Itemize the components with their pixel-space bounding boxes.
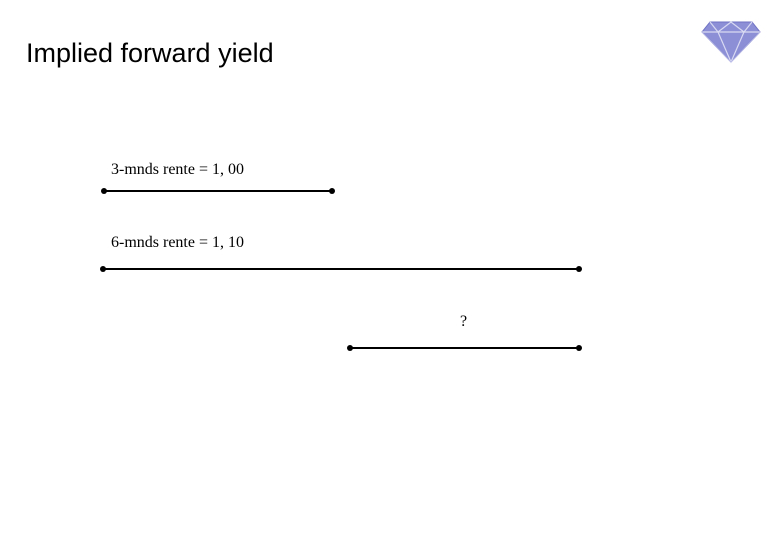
line-3m-start-point (101, 188, 107, 194)
rate-3m-label: 3-mnds rente = 1, 00 (111, 161, 244, 178)
line-forward (347, 345, 582, 351)
slide-title: Implied forward yield (26, 38, 274, 68)
line-3m (101, 188, 335, 194)
line-3m-end-point (329, 188, 335, 194)
rate-6m-label: 6-mnds rente = 1, 10 (111, 234, 244, 251)
line-6m-end-point (576, 266, 582, 272)
line-forward-end-point (576, 345, 582, 351)
line-6m (100, 266, 582, 272)
forward-rate-label: ? (460, 313, 468, 330)
line-6m-start-point (100, 266, 106, 272)
line-forward-start-point (347, 345, 353, 351)
diamond-gem-icon (701, 21, 761, 64)
